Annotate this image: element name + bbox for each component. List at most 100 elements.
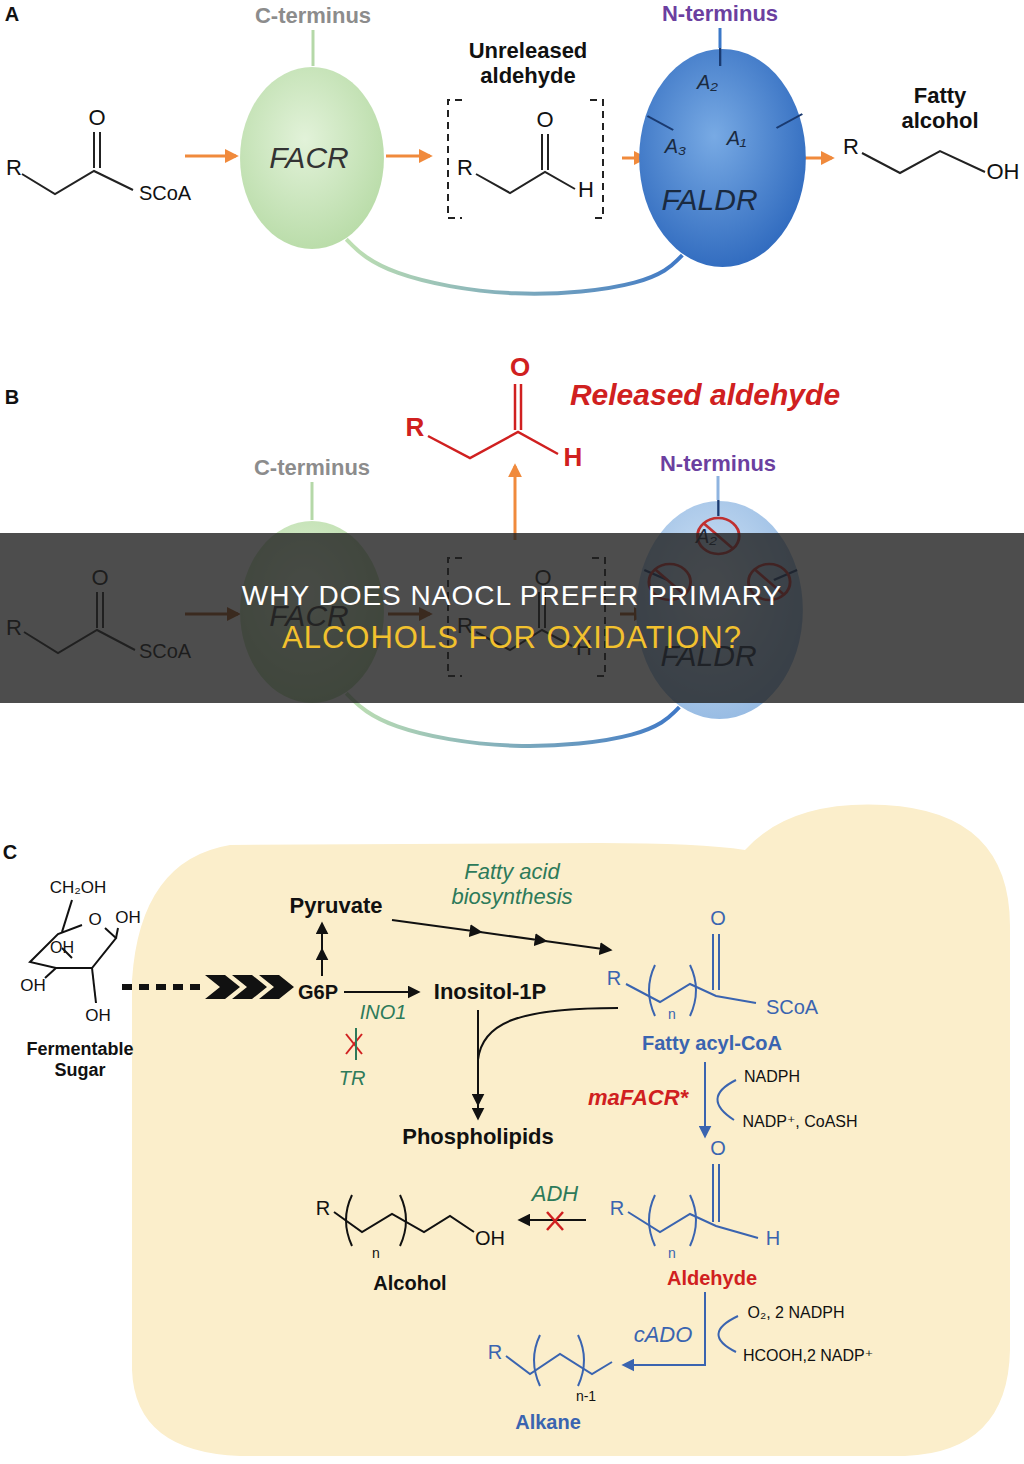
art-path (649, 965, 655, 1016)
diagram-label: R (610, 1197, 624, 1220)
art-line (514, 384, 517, 430)
diagram-label: R (6, 155, 22, 180)
art-line (62, 900, 72, 932)
diagram-label: Fatty alcohol (880, 83, 1000, 134)
art-path (690, 965, 696, 1016)
art-line (312, 30, 315, 66)
panel-c-art (30, 900, 618, 1118)
diagram-label: O (88, 105, 105, 130)
art-polyline (392, 920, 610, 950)
art-line (386, 155, 430, 158)
subunit-tick (717, 500, 719, 516)
node-text: A₁ (727, 127, 747, 150)
yeast-cell (132, 805, 1010, 1456)
subunit-tick (776, 114, 802, 128)
art-line (99, 132, 101, 168)
diagram-label: A (5, 3, 19, 26)
diagram-label: OH (987, 159, 1020, 184)
diagram-label: O (710, 907, 726, 930)
diagram-label: n (668, 1006, 676, 1022)
art-line (122, 984, 205, 990)
subunit-tick (647, 116, 673, 130)
art-path (534, 1335, 540, 1386)
diagram-label: Inositol-1P (434, 979, 546, 1004)
art-line (93, 132, 95, 168)
diagram-label: NADPH (744, 1068, 800, 1086)
art-polyline (476, 172, 575, 193)
art-path (346, 1195, 352, 1246)
title-line: ALCOHOLS FOR OXIDATION? (282, 620, 742, 656)
art-line (514, 466, 517, 540)
art-polyline (334, 1212, 474, 1232)
diagram-label: TR (339, 1067, 366, 1090)
art-line (719, 28, 722, 48)
art-line (717, 476, 720, 500)
art-line (704, 1062, 706, 1136)
diagram-label: O₂, 2 NADPH (748, 1304, 845, 1322)
diagram-label: Released aldehyde (570, 378, 840, 413)
diagram-label: O (88, 910, 101, 930)
art-line (116, 928, 118, 938)
diagram-label: OH (85, 1006, 111, 1026)
art-path (478, 1008, 618, 1060)
diagram-label: CH₂OH (50, 878, 107, 898)
art-path (624, 1292, 705, 1365)
art-polyline (862, 151, 985, 173)
art-polygon (232, 975, 267, 999)
diagram-label: R (316, 1197, 330, 1220)
art-path (578, 1335, 584, 1386)
art-line (547, 134, 549, 170)
diagram-label: n (372, 1245, 380, 1261)
art-polyline (22, 171, 133, 194)
node-text: A₂ (697, 71, 718, 94)
art-line (355, 1028, 357, 1060)
node-text: A₃ (665, 135, 686, 158)
node-text: FACR (269, 141, 348, 175)
diagram-label: Pyruvate (290, 893, 383, 918)
title-band: WHY DOES NAOCL PREFER PRIMARYALCOHOLS FO… (0, 533, 1024, 703)
art-line (477, 1010, 479, 1118)
diagram-label: cADO (634, 1322, 693, 1347)
art-path (690, 1195, 696, 1246)
diagram-label: HCOOH,2 NADP⁺ (743, 1347, 873, 1365)
ellipse-shape (639, 49, 806, 267)
diagram-label: SCoA (766, 996, 818, 1019)
diagram-label: R (607, 967, 621, 990)
diagram-label: R (457, 155, 473, 180)
diagram-label: NADP⁺, CoASH (742, 1113, 857, 1131)
diagram-label: C-terminus (255, 3, 371, 28)
diagram-label: Fermentable Sugar (15, 1039, 145, 1080)
diagram-label: R (488, 1341, 502, 1364)
diagram-label: OH (50, 939, 74, 957)
art-polygon (259, 975, 294, 999)
panel-a-art (22, 28, 985, 218)
diagram-label: Alcohol (373, 1272, 446, 1295)
art-line (712, 934, 714, 990)
art-line (477, 1090, 479, 1104)
art-polyline (626, 984, 756, 1003)
diagram-label: Aldehyde (667, 1267, 757, 1290)
diagram-label: O (536, 107, 553, 132)
art-polyline (628, 1212, 758, 1238)
art-line (712, 1164, 714, 1222)
diagram-label: H (766, 1227, 780, 1250)
art-line (344, 991, 418, 993)
node-text: FALDR (661, 183, 757, 217)
diagram-label: SCoA (139, 182, 191, 205)
art-line (92, 968, 96, 1003)
diagram-label: B (5, 386, 19, 409)
diagram-label: maFACR* (588, 1085, 688, 1110)
diagram-label: H (564, 443, 583, 473)
diagram-label: C (3, 841, 17, 864)
art-line (547, 1212, 563, 1230)
art-polyline (506, 1354, 612, 1374)
ellipse-shape (240, 67, 384, 249)
diagram-label: R (406, 413, 425, 443)
art-line (718, 1164, 720, 1222)
art-polyline (428, 432, 558, 458)
diagram-label: O (710, 1137, 726, 1160)
diagram-label: Alkane (515, 1411, 581, 1434)
diagram-label: OH (115, 908, 141, 928)
